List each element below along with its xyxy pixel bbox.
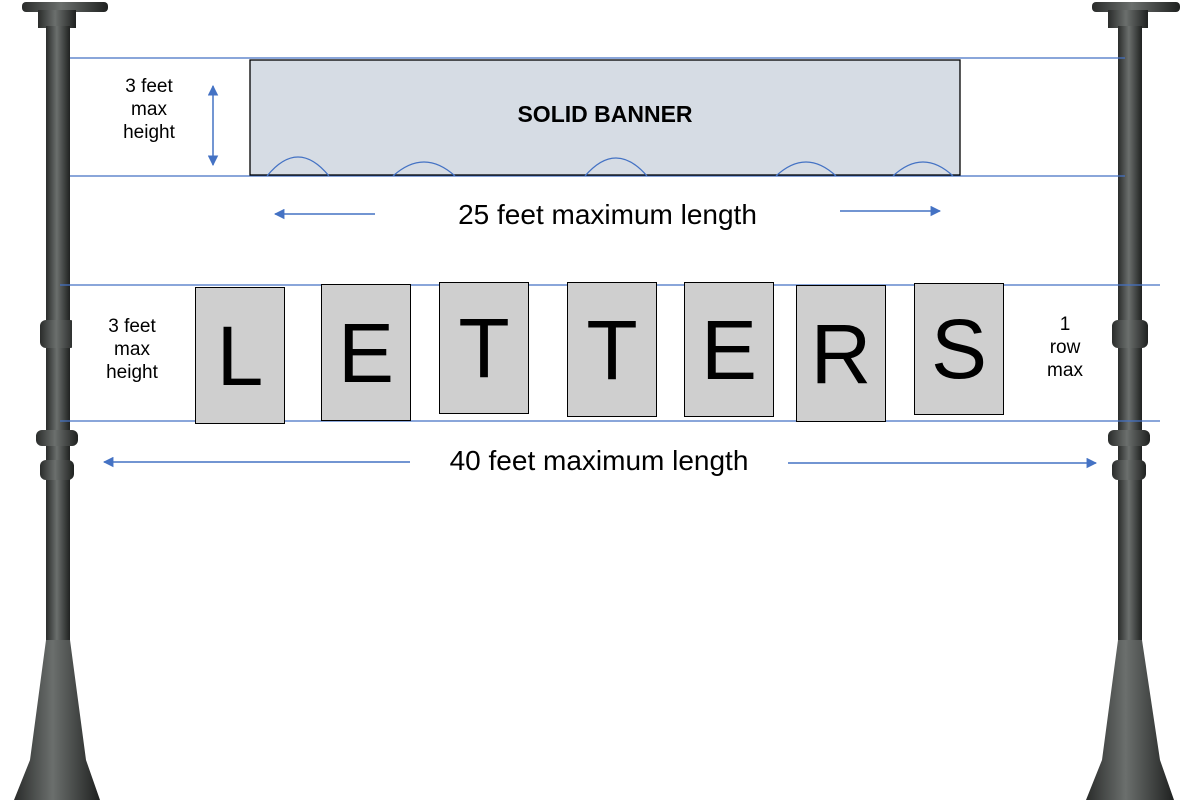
- banner-length-label: 25 feet maximum length: [380, 198, 835, 232]
- letter-glyph: T: [440, 306, 528, 390]
- letter-glyph: R: [797, 312, 885, 396]
- right-lamp-post: [1086, 2, 1180, 800]
- letter-tile: L: [195, 287, 285, 424]
- letters-length-label: 40 feet maximum length: [414, 444, 784, 478]
- letter-tile: S: [914, 283, 1004, 415]
- letter-tile: E: [684, 282, 774, 417]
- letter-tile: R: [796, 285, 886, 422]
- letter-glyph: L: [196, 314, 284, 398]
- letters-height-label: 3 feet max height: [72, 314, 192, 406]
- letter-glyph: E: [322, 311, 410, 395]
- letter-glyph: T: [568, 308, 656, 392]
- letter-tile: T: [567, 282, 657, 417]
- banner-label: SOLID BANNER: [250, 101, 960, 129]
- letter-tile: E: [321, 284, 411, 421]
- letter-glyph: S: [915, 307, 1003, 391]
- letters-row-label: 1 row max: [1030, 314, 1100, 382]
- letter-tile: T: [439, 282, 529, 414]
- letter-glyph: E: [685, 308, 773, 392]
- banner-height-label: 3 feet max height: [106, 76, 192, 144]
